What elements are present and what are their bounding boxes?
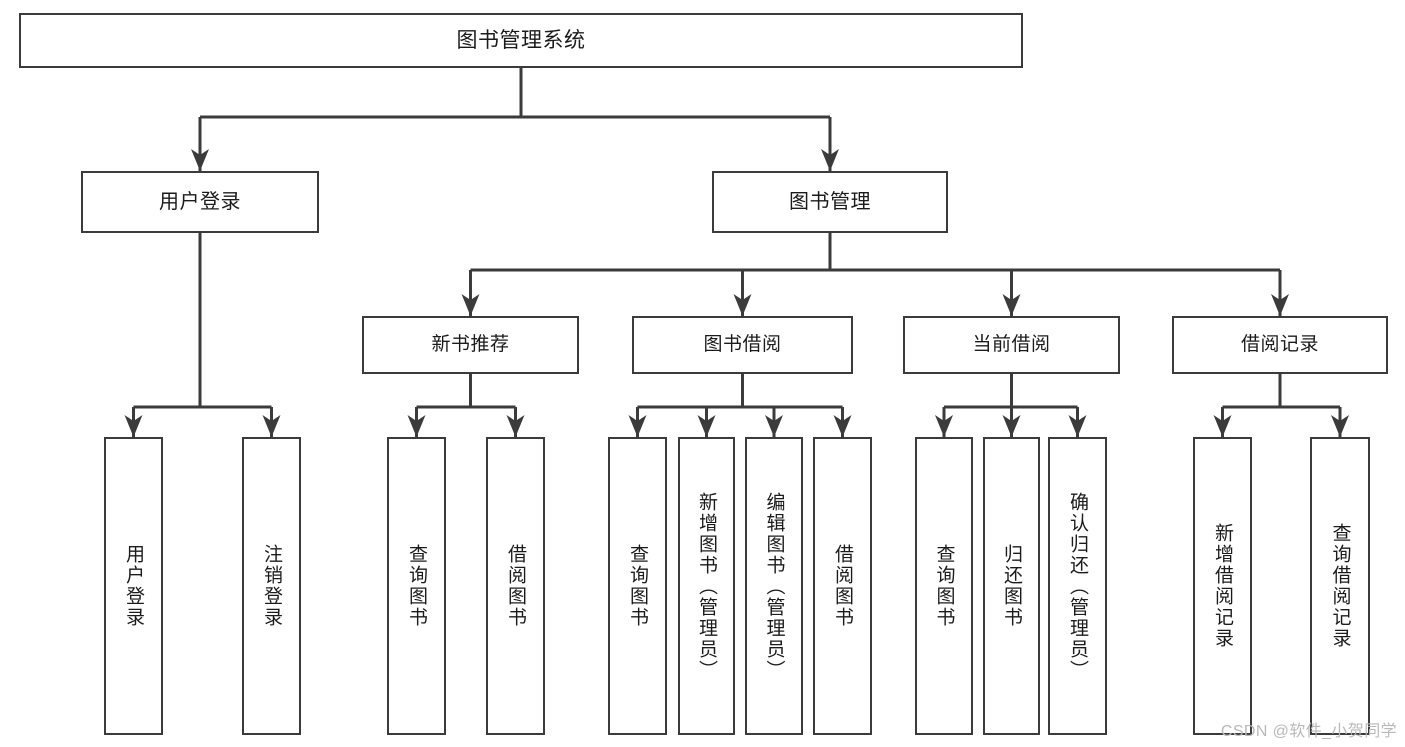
node-leaf-10: 归还图书 — [983, 437, 1040, 735]
node-root: 图书管理系统 — [19, 13, 1023, 68]
connector-lines — [124, 68, 1349, 437]
node-label-book-borrow: 图书借阅 — [703, 334, 782, 356]
arrowhead-leaf-13 — [1331, 415, 1349, 437]
arrowhead-cur-borrow — [1002, 294, 1021, 316]
node-leaf-5: 查询图书 — [608, 437, 667, 735]
node-label-borrow-log: 借阅记录 — [1240, 334, 1319, 356]
node-leaf-6: 新增图书（管理员） — [678, 437, 735, 735]
node-label-leaf-8: 借阅图书 — [832, 544, 853, 628]
node-book-mgmt: 图书管理 — [712, 171, 948, 233]
node-leaf-1: 用户登录 — [104, 437, 163, 735]
arrowhead-leaf-6 — [697, 415, 716, 437]
arrowhead-leaf-5 — [628, 415, 647, 437]
arrowhead-user-login — [191, 149, 209, 171]
node-leaf-13: 查询借阅记录 — [1310, 437, 1370, 735]
node-leaf-8: 借阅图书 — [813, 437, 872, 735]
node-label-leaf-3: 查询图书 — [406, 544, 427, 628]
node-label-user-login: 用户登录 — [159, 190, 241, 213]
node-label-leaf-11: 确认归还（管理员） — [1067, 491, 1088, 681]
node-book-borrow: 图书借阅 — [632, 316, 853, 374]
node-label-leaf-2: 注销登录 — [261, 544, 282, 628]
node-label-leaf-1: 用户登录 — [123, 544, 144, 628]
node-leaf-7: 编辑图书（管理员） — [745, 437, 803, 735]
node-leaf-11: 确认归还（管理员） — [1048, 437, 1107, 735]
node-label-cur-borrow: 当前借阅 — [972, 334, 1051, 356]
node-label-leaf-10: 归还图书 — [1001, 544, 1022, 628]
arrowhead-leaf-4 — [506, 415, 525, 437]
node-leaf-3: 查询图书 — [387, 437, 446, 735]
node-label-leaf-7: 编辑图书（管理员） — [763, 491, 785, 681]
node-cur-borrow: 当前借阅 — [903, 316, 1120, 374]
arrowhead-new-rec — [461, 294, 480, 316]
node-leaf-2: 注销登录 — [242, 437, 301, 735]
arrowhead-leaf-1 — [124, 415, 143, 437]
arrowhead-leaf-11 — [1068, 415, 1087, 437]
node-label-leaf-9: 查询图书 — [933, 544, 955, 628]
arrowhead-leaf-10 — [1002, 415, 1021, 437]
node-leaf-9: 查询图书 — [915, 437, 973, 735]
arrowhead-leaf-7 — [765, 415, 783, 437]
node-label-book-mgmt: 图书管理 — [789, 190, 871, 213]
node-label-leaf-5: 查询图书 — [627, 544, 648, 628]
arrowhead-leaf-9 — [935, 415, 953, 437]
arrowhead-leaf-2 — [262, 415, 281, 437]
node-label-root: 图书管理系统 — [456, 28, 586, 52]
node-user-login: 用户登录 — [81, 171, 319, 233]
node-new-rec: 新书推荐 — [362, 316, 579, 374]
node-leaf-12: 新增借阅记录 — [1193, 437, 1252, 735]
node-label-leaf-13: 查询借阅记录 — [1329, 523, 1351, 649]
node-leaf-4: 借阅图书 — [486, 437, 545, 735]
arrowhead-borrow-log — [1271, 294, 1289, 316]
node-borrow-log: 借阅记录 — [1172, 316, 1388, 374]
arrowhead-book-borrow — [733, 294, 752, 316]
node-label-leaf-4: 借阅图书 — [505, 544, 526, 628]
node-label-new-rec: 新书推荐 — [431, 334, 510, 356]
node-label-leaf-12: 新增借阅记录 — [1212, 523, 1233, 649]
arrowhead-leaf-12 — [1213, 415, 1232, 437]
arrowhead-leaf-8 — [833, 415, 852, 437]
arrowhead-leaf-3 — [407, 415, 426, 437]
arrowhead-book-mgmt — [821, 149, 839, 171]
node-label-leaf-6: 新增图书（管理员） — [696, 491, 717, 681]
